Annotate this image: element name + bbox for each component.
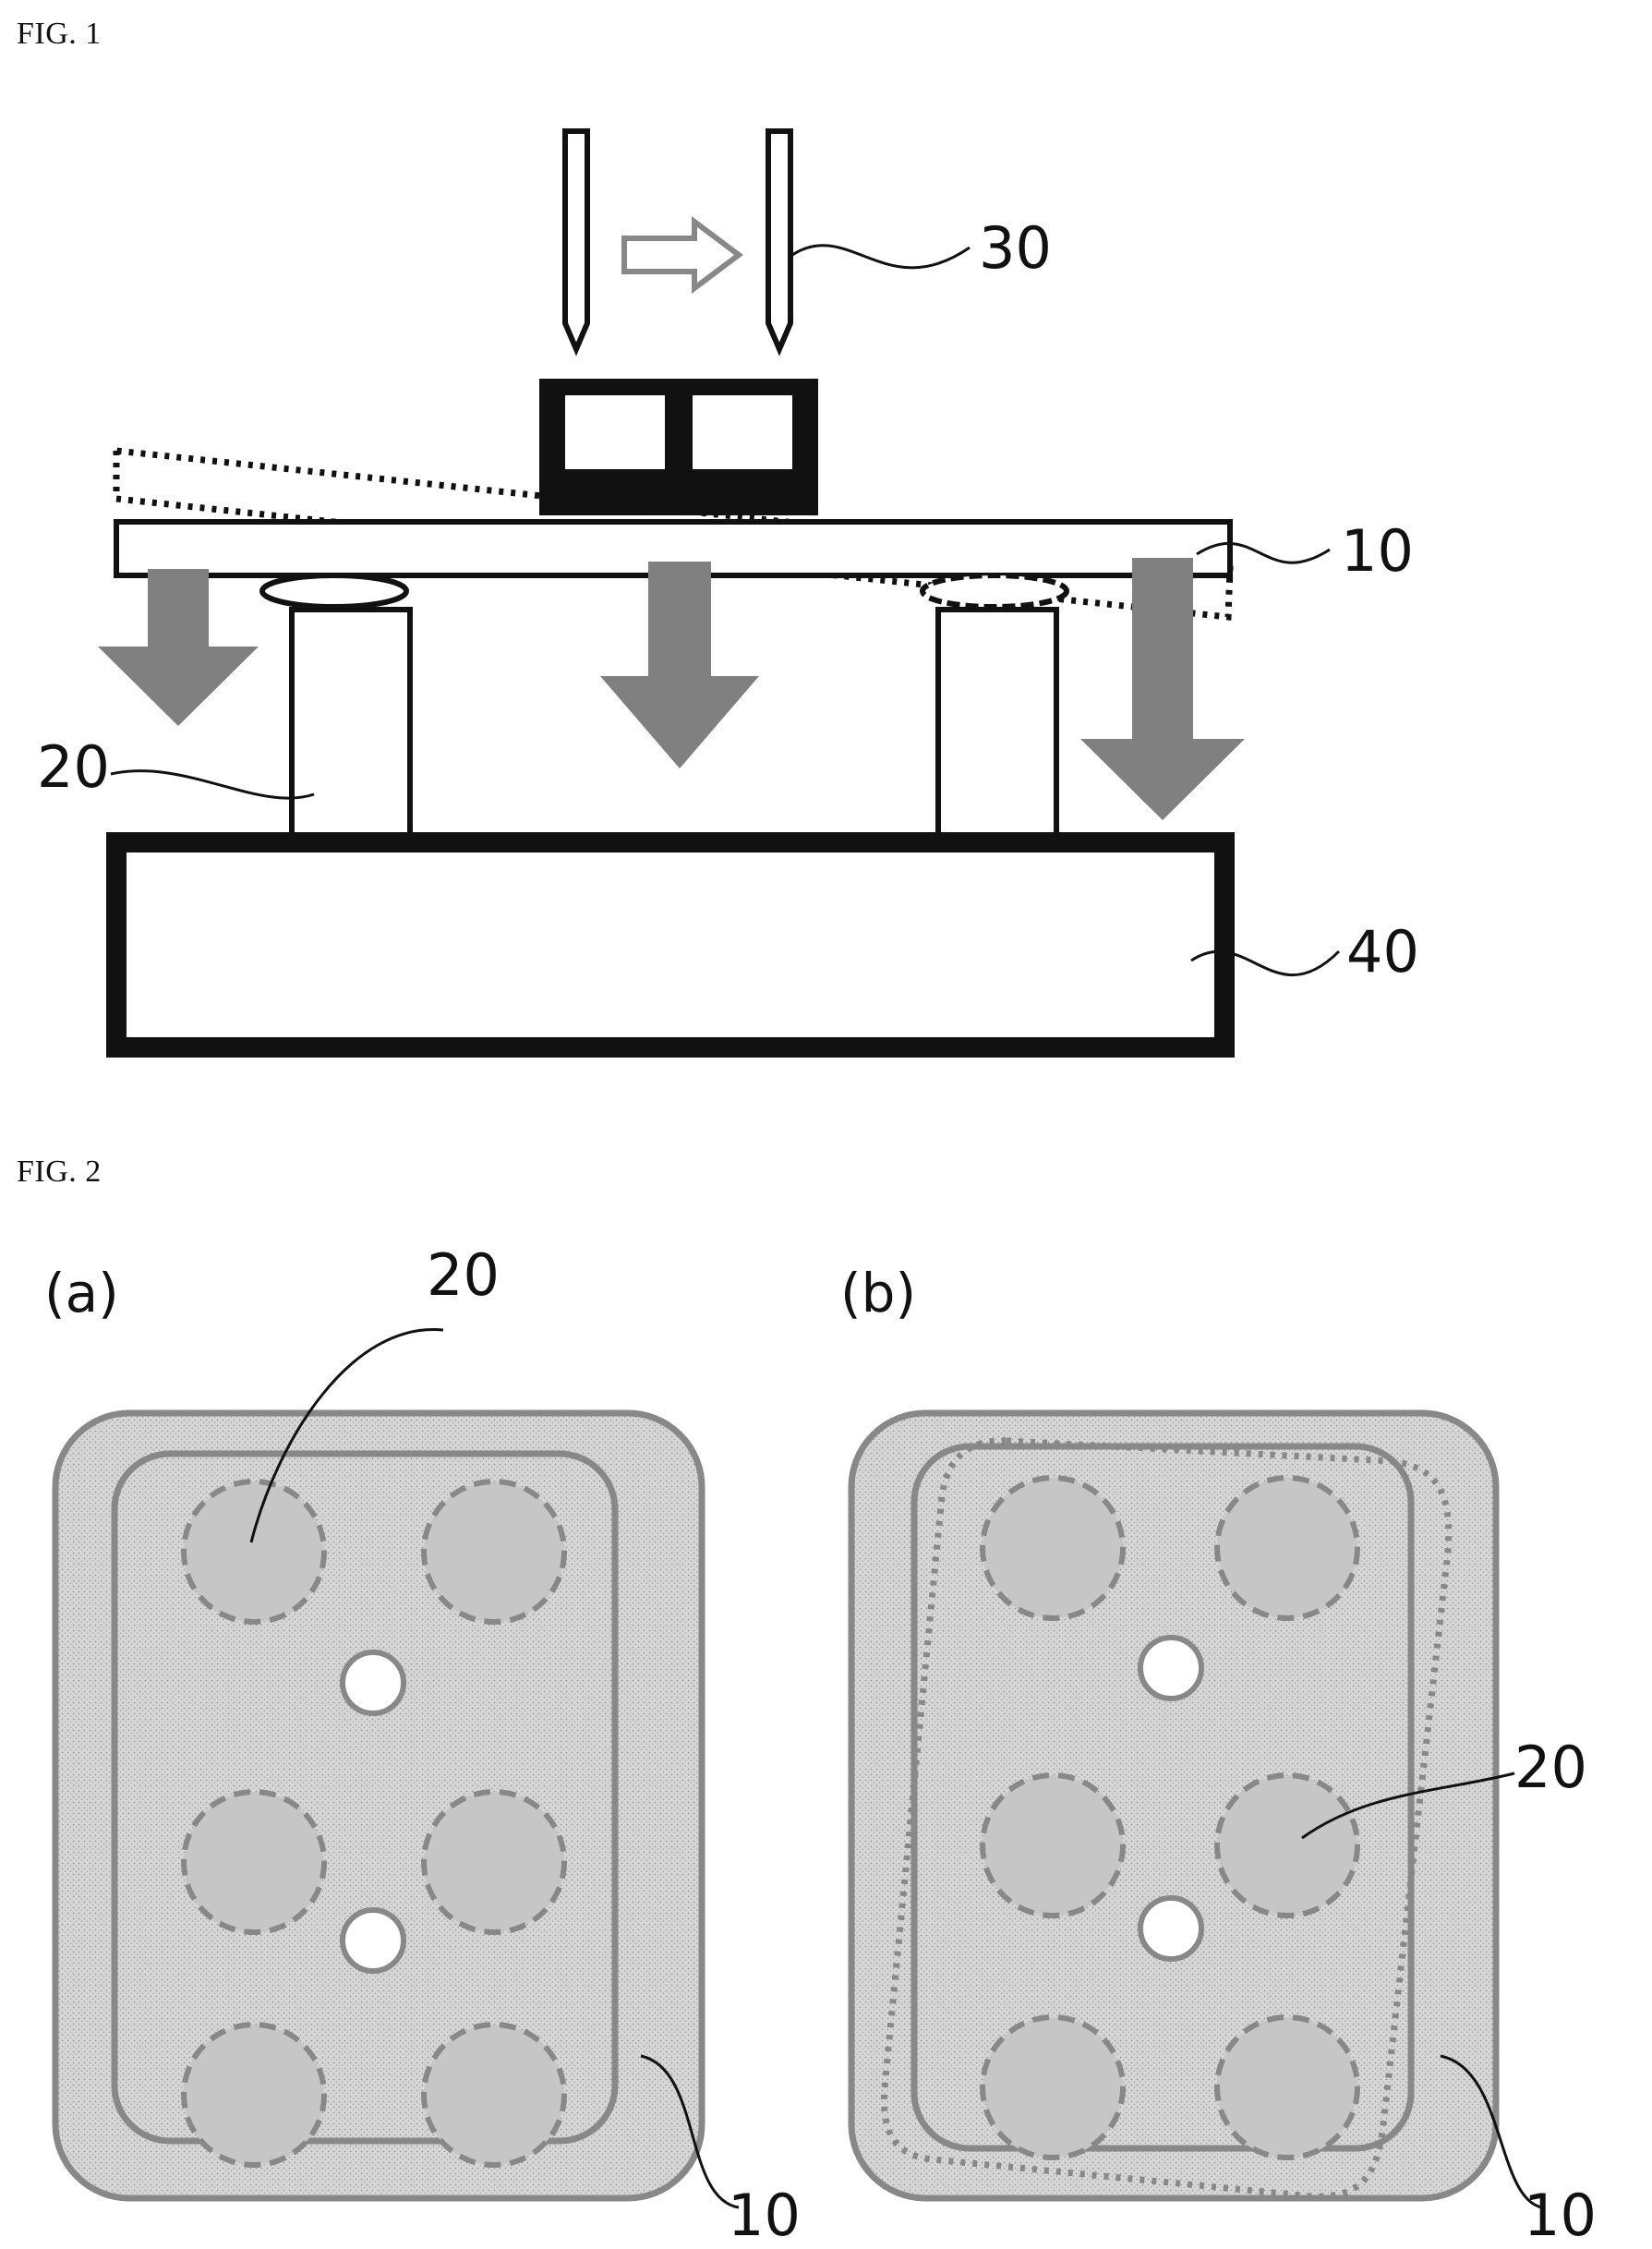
pin-circle [184,1481,324,1622]
move-arrow-icon [624,222,739,288]
label-20-a: 20 [427,1241,500,1309]
fig2-diagram: (a) 20 10 (b) [0,1201,1652,2249]
stage-40 [116,842,1224,1047]
probe-left [565,131,587,349]
pin-circle [1217,2017,1357,2158]
label-20-b: 20 [1514,1734,1587,1801]
pin-circle [1217,1478,1357,1618]
panel-a: (a) 20 10 [44,1241,801,2249]
down-arrow-icon [98,569,259,726]
label-20: 20 [37,733,110,801]
leader-line-20 [111,771,314,799]
pin-circle [983,1775,1123,1916]
panel-b-label: (b) [840,1262,916,1324]
down-arrow-icon [600,562,759,768]
label-10: 10 [1341,517,1414,585]
label-40: 40 [1346,918,1419,985]
hole-circle [1140,1898,1201,1959]
chip-block [539,379,818,515]
support-pin-right [922,575,1067,839]
hole-circle [343,1652,404,1713]
fig1-diagram: 30 10 20 40 [0,0,1652,1090]
down-arrow-icon [1080,558,1245,820]
label-30: 30 [979,214,1052,282]
pin-circle [184,2025,324,2165]
pin-circle [424,1481,564,1622]
panel-b: (b) 20 10 [840,1262,1597,2249]
hole-circle [343,1910,404,1971]
pin-circle [1217,1775,1357,1916]
leader-line-30 [792,246,970,268]
panel-a-label: (a) [44,1262,119,1324]
pin-circle [424,2025,564,2165]
hole-circle [1140,1638,1201,1699]
pin-circle [184,1792,324,1932]
probe-right [768,131,790,349]
label-10-b: 10 [1524,2182,1597,2249]
pin-circle [983,1478,1123,1618]
label-10-a: 10 [728,2182,801,2249]
pin-circle [424,1792,564,1932]
pin-circle [983,2017,1123,2158]
fig2-title: FIG. 2 [17,1155,102,1190]
